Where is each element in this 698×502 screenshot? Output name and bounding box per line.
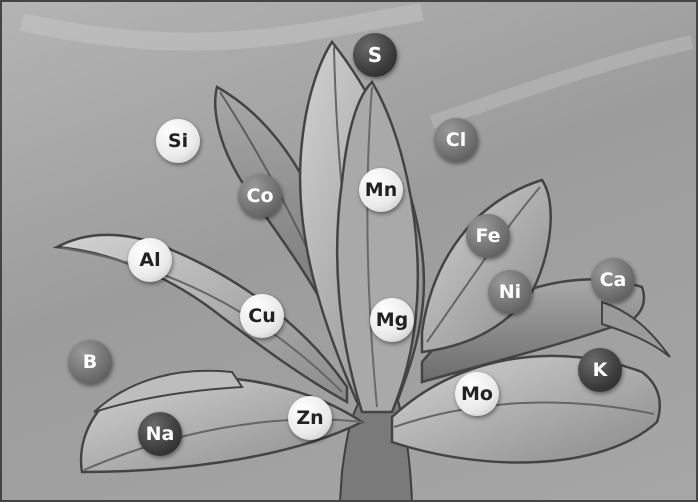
element-symbol: Cl	[446, 129, 466, 151]
element-symbol: Na	[146, 423, 175, 445]
element-symbol: Zn	[296, 407, 323, 429]
element-badge-mn: Mn	[359, 168, 403, 212]
element-badge-b: B	[68, 340, 112, 384]
element-symbol: Ca	[600, 269, 627, 291]
element-badge-mo: Mo	[455, 372, 499, 416]
element-badge-ni: Ni	[488, 270, 532, 314]
element-symbol: S	[368, 43, 382, 67]
element-symbol: Mg	[376, 309, 409, 331]
element-symbol: Mn	[365, 179, 397, 201]
element-symbol: Al	[139, 249, 160, 271]
element-badge-mg: Mg	[370, 298, 414, 342]
element-badge-fe: Fe	[466, 214, 510, 258]
element-badge-k: K	[578, 348, 622, 392]
element-badge-ca: Ca	[591, 258, 635, 302]
leaf-center-front	[337, 82, 418, 412]
element-badge-s: S	[353, 33, 397, 77]
element-symbol: Ni	[499, 281, 521, 303]
element-badge-cl: Cl	[434, 118, 478, 162]
element-badge-co: Co	[238, 174, 282, 218]
element-symbol: B	[83, 351, 97, 373]
element-badge-cu: Cu	[240, 294, 284, 338]
element-badge-si: Si	[156, 119, 200, 163]
element-badge-zn: Zn	[288, 396, 332, 440]
element-symbol: Mo	[461, 383, 493, 405]
element-badge-na: Na	[138, 412, 182, 456]
element-symbol: Cu	[248, 305, 275, 327]
background-streak	[432, 42, 692, 122]
element-symbol: Fe	[475, 225, 500, 247]
element-symbol: Si	[168, 130, 188, 152]
element-symbol: Co	[247, 185, 274, 207]
element-badge-al: Al	[128, 238, 172, 282]
element-symbol: K	[593, 359, 608, 381]
